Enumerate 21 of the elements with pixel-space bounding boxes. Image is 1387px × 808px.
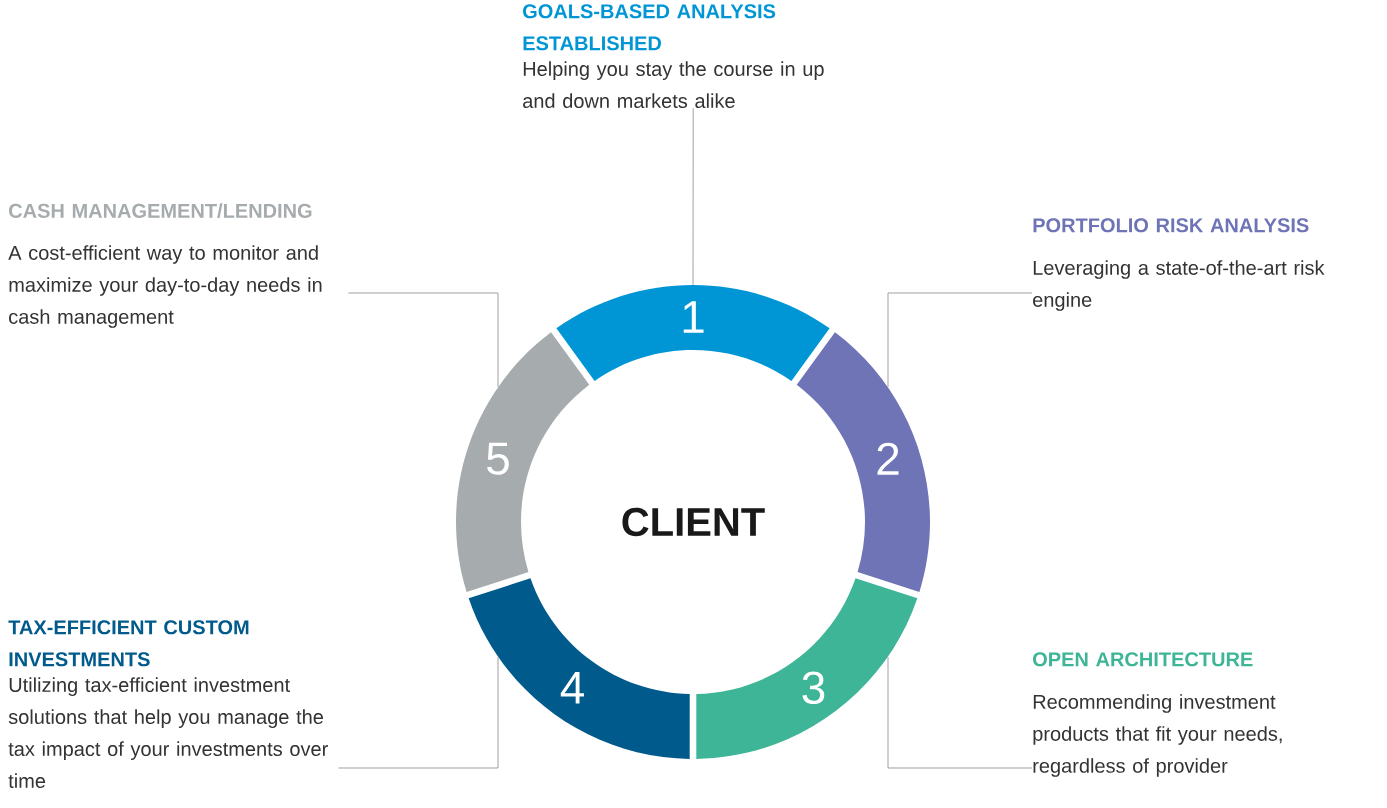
heading: OPEN ARCHITECTURE: [1033, 652, 1253, 667]
ring-segment: 1: [556, 285, 830, 381]
heading: CASH MANAGEMENT/LENDING: [9, 203, 312, 219]
heading: PORTFOLIO RISK ANALYSIS: [1033, 218, 1309, 233]
leader-line: [887, 292, 1033, 388]
description: A cost-efficient way to monitor and maximize your day-to-day needs in cash management: [8, 245, 322, 328]
ring-segment: 2: [796, 332, 930, 593]
leader-line: [338, 656, 499, 769]
leader-line: [692, 107, 694, 286]
heading: GOALS-BASED ANALYSIS ESTABLISHED: [523, 4, 776, 51]
leader-line: [348, 292, 499, 388]
ring-segment: 4: [468, 578, 690, 759]
ring-segment: 3: [696, 578, 918, 759]
description: Leveraging a state-of-the-art risk engine: [1033, 260, 1325, 311]
description: Utilizing tax-efficient investment solutions that help you manage the tax impact of your investments over time: [8, 677, 328, 789]
description: Helping you stay the course in up and down markets alike: [523, 61, 824, 109]
ring-segment: 5: [456, 332, 590, 593]
leader-line: [887, 656, 1033, 769]
center-label: CLIENT: [622, 507, 765, 537]
description: Recommending investment products that fit your needs, regardless of provider: [1033, 694, 1282, 777]
heading: TAX-EFFICIENT CUSTOM INVESTMENTS: [8, 620, 249, 667]
